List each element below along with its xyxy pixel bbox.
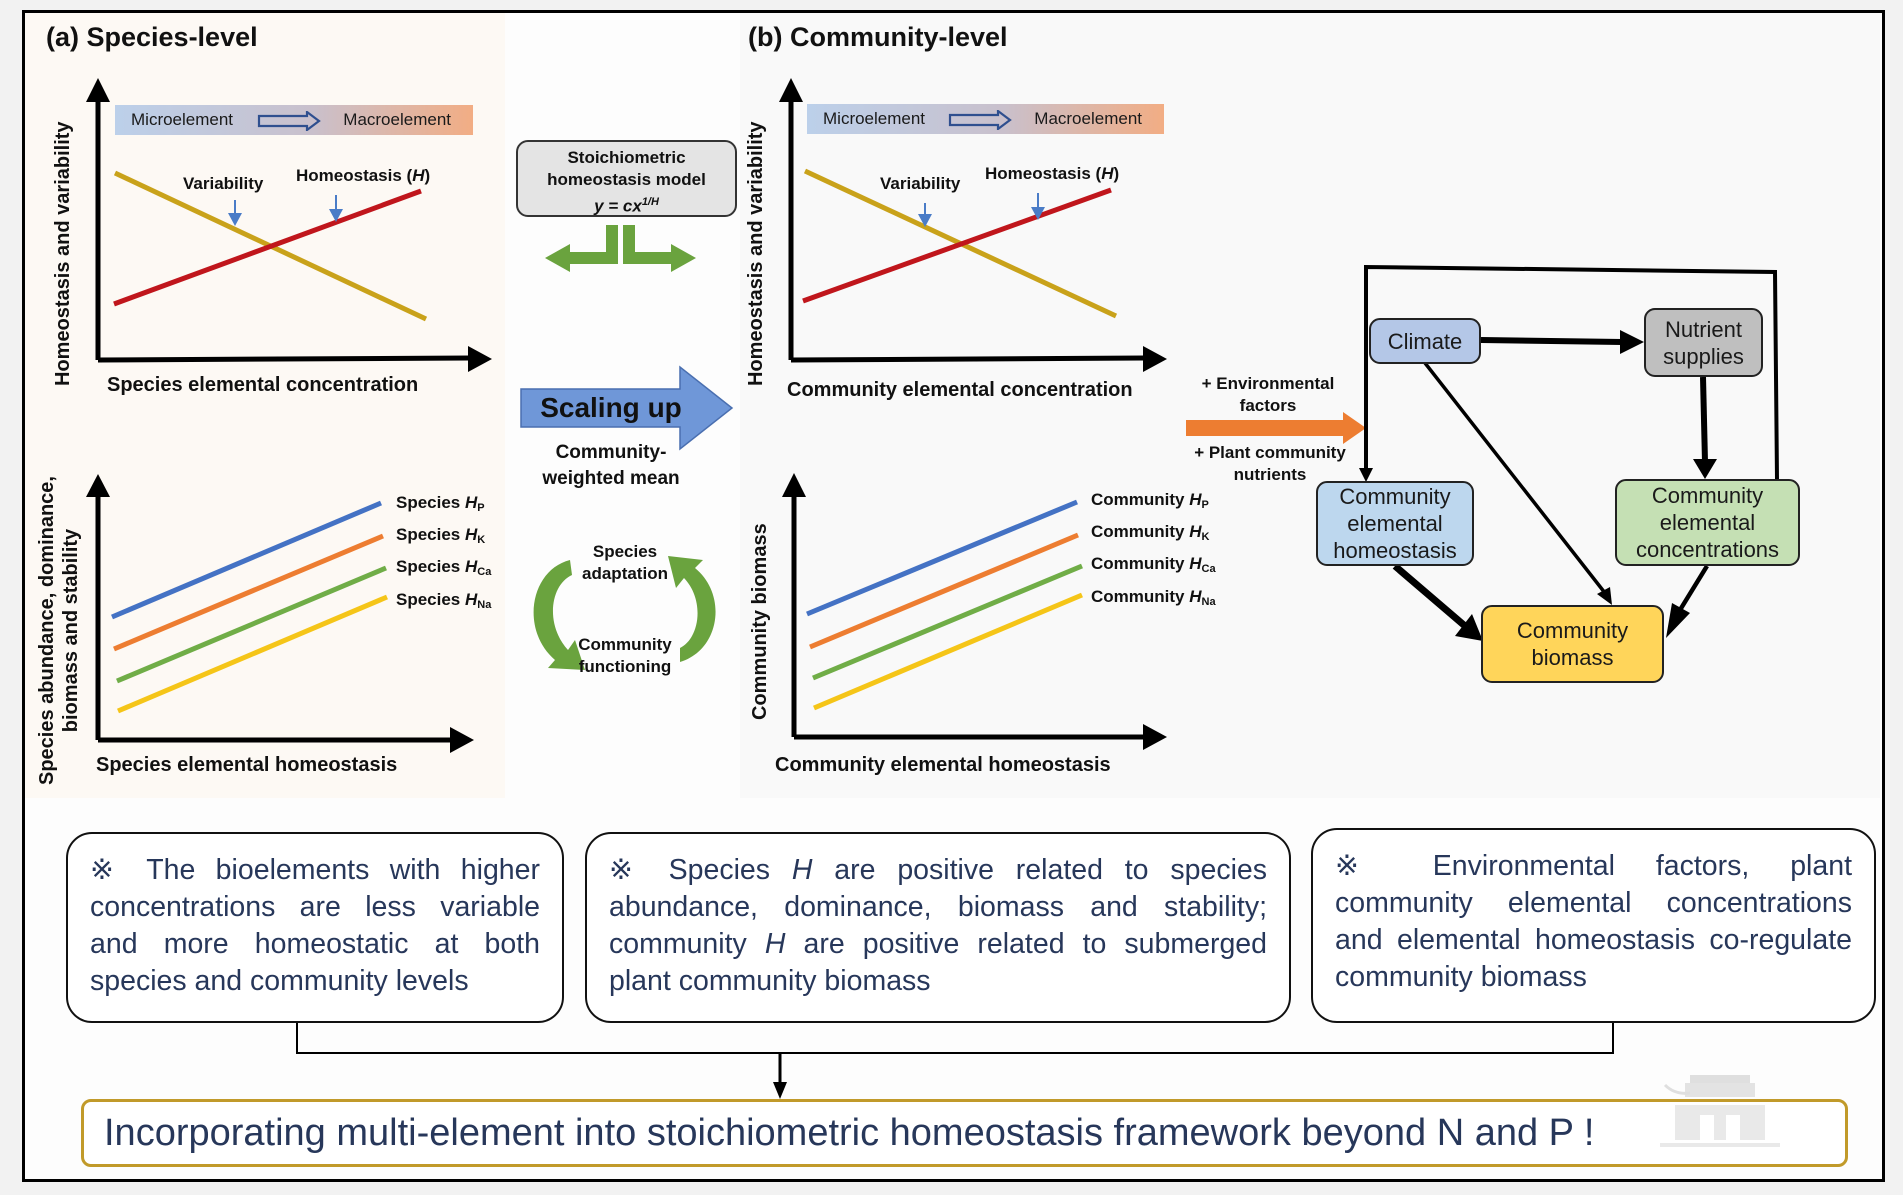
x-axis-arrowhead: [468, 346, 492, 372]
x-axis-label-a-top: Species elemental concentration: [107, 374, 419, 396]
pointer-arrows-b: [918, 193, 1045, 227]
concentrations-to-biomass: [1678, 564, 1709, 612]
macroelement-label: Macroelement: [343, 110, 451, 129]
climate-node: Climate: [1369, 318, 1481, 364]
community-series-line-na: [813, 592, 1083, 711]
homeostasis-to-biomass: [1392, 563, 1468, 629]
scaling-up-label: Scaling up: [540, 392, 682, 423]
climate-to-biomass: [1423, 361, 1607, 595]
y-axis-label-a-top: Homeostasis and variability: [52, 121, 74, 386]
building-watermark-icon: [1660, 1075, 1780, 1147]
homeostasis-line-b: [802, 187, 1112, 304]
chart-b-bottom-axes: [782, 473, 1167, 750]
final-conclusion-box: Incorporating multi-element into stoichi…: [81, 1099, 1848, 1167]
species-series-label-p: Species HP: [396, 493, 485, 514]
chart-b-top-axes: [779, 78, 1167, 372]
pointer-arrows-a: [228, 195, 343, 226]
chart-a-top-axes: [86, 78, 492, 372]
feedback-loop-line: [1364, 264, 1779, 481]
path-connectors: [1359, 264, 1779, 641]
panel-a-background: [25, 13, 505, 798]
variability-label-a: Variability: [183, 174, 264, 193]
conclusion-box-1: ※ The bioelements with higher concentrat…: [66, 832, 564, 1023]
scaling-up-arrow: [520, 365, 734, 451]
cycle-arrows: [533, 556, 716, 670]
summary-connector: [296, 1023, 1614, 1099]
species-series-line-na: [117, 594, 388, 714]
community-series-line-k: [809, 532, 1079, 650]
community-series-line-p: [806, 499, 1078, 617]
orange-input-arrow: [1186, 412, 1366, 444]
community-weighted-mean-label: Community-weighted mean: [542, 442, 680, 489]
element-gradient-bar-a: Microelement Macroelement: [115, 105, 473, 135]
nutrient-to-concentrations: [1700, 376, 1708, 463]
species-series-label-k: Species HK: [396, 525, 486, 546]
conclusion-box-3: ※ Environmental factors, plant community…: [1311, 828, 1876, 1023]
model-split-arrows: [545, 225, 696, 272]
double-arrow-icon: [948, 110, 1012, 130]
panel-b-title: (b) Community-level: [748, 22, 1008, 52]
community-series-label-k: Community HK: [1091, 522, 1210, 543]
y-axis-label-a-bottom: Species abundance, dominance,biomass and…: [36, 476, 82, 785]
element-gradient-bar-b: Microelement Macroelement: [807, 104, 1164, 134]
x-axis-label-a-bottom: Species elemental homeostasis: [96, 754, 398, 776]
community-series-label-na: Community HNa: [1091, 587, 1216, 608]
community-series-line-ca: [812, 563, 1083, 681]
species-series-line-k: [113, 533, 384, 652]
x-axis-label-b-bottom: Community elemental homeostasis: [775, 754, 1111, 776]
species-series-line-p: [111, 500, 382, 620]
cycle-arrow-right: [668, 556, 716, 662]
chart-a-bottom-axes: [86, 474, 474, 753]
microelement-label: Microelement: [131, 110, 234, 129]
cycle-arrow-left: [533, 560, 585, 670]
conclusion-box-2: ※ Species H are positive related to spec…: [585, 832, 1291, 1023]
species-series-label-na: Species HNa: [396, 590, 492, 611]
y-axis-label-b-top: Homeostasis and variability: [745, 121, 767, 386]
x-axis: [97, 355, 471, 363]
y-axis-label-b-bottom: Community biomass: [749, 523, 771, 720]
community-series-label-ca: Community HCa: [1091, 554, 1216, 575]
climate-to-nutrient: [1480, 337, 1623, 345]
panel-b-background: [740, 13, 1880, 798]
homeostasis-label-b: Homeostasis (H): [985, 164, 1120, 183]
homeostasis-label-a: Homeostasis (H): [296, 166, 431, 185]
homeostasis-line-a: [113, 188, 422, 307]
double-arrow-icon: [257, 111, 321, 131]
species-series-line-ca: [116, 565, 387, 684]
variability-label-b: Variability: [880, 174, 961, 193]
panel-a-title: (a) Species-level: [46, 22, 258, 52]
green-arrow-left: [545, 225, 618, 272]
microelement-label: Microelement: [823, 109, 926, 128]
y-axis-arrowhead: [86, 78, 110, 102]
homeostasis-model-box: Stoichiometric homeostasis model y = cx1…: [516, 140, 737, 217]
community-series-label-p: Community HP: [1091, 490, 1209, 511]
macroelement-label: Macroelement: [1034, 109, 1142, 128]
species-series-label-ca: Species HCa: [396, 557, 492, 578]
green-arrow-right: [623, 225, 696, 272]
x-axis-label-b-top: Community elemental concentration: [787, 379, 1133, 401]
